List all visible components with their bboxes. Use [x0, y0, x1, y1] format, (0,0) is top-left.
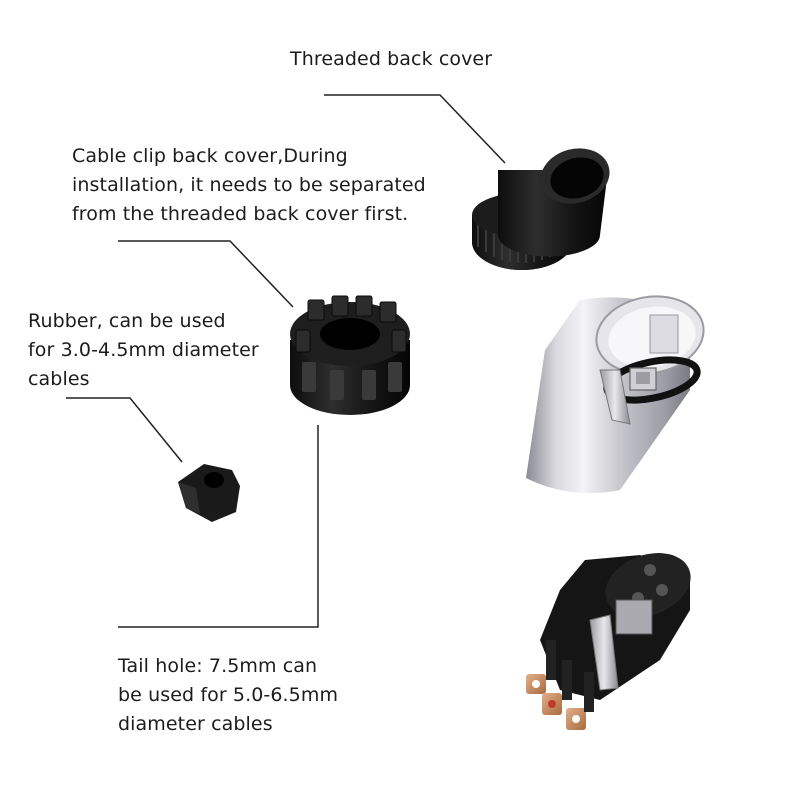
leader-lines	[66, 94, 506, 628]
leader-tail-hole	[118, 425, 319, 628]
leader-threaded-back-cover	[324, 94, 506, 164]
cable-clip-back-cover-part	[290, 295, 410, 415]
leader-rubber	[66, 397, 183, 463]
cable-clip-back-cover-label: Cable clip back cover,During installatio…	[72, 145, 426, 225]
contact-insert-part	[526, 553, 691, 730]
threaded-back-cover-part	[472, 148, 610, 270]
tail-hole-label: Tail hole: 7.5mm can be used for 5.0-6.5…	[118, 655, 339, 735]
rubber-grommet-part	[178, 464, 240, 522]
rubber-label: Rubber, can be used for 3.0-4.5mm diamet…	[28, 310, 259, 390]
metal-barrel-part	[526, 295, 705, 494]
leader-cable-clip-back-cover	[118, 240, 294, 308]
threaded-back-cover-label: Threaded back cover	[290, 48, 493, 70]
